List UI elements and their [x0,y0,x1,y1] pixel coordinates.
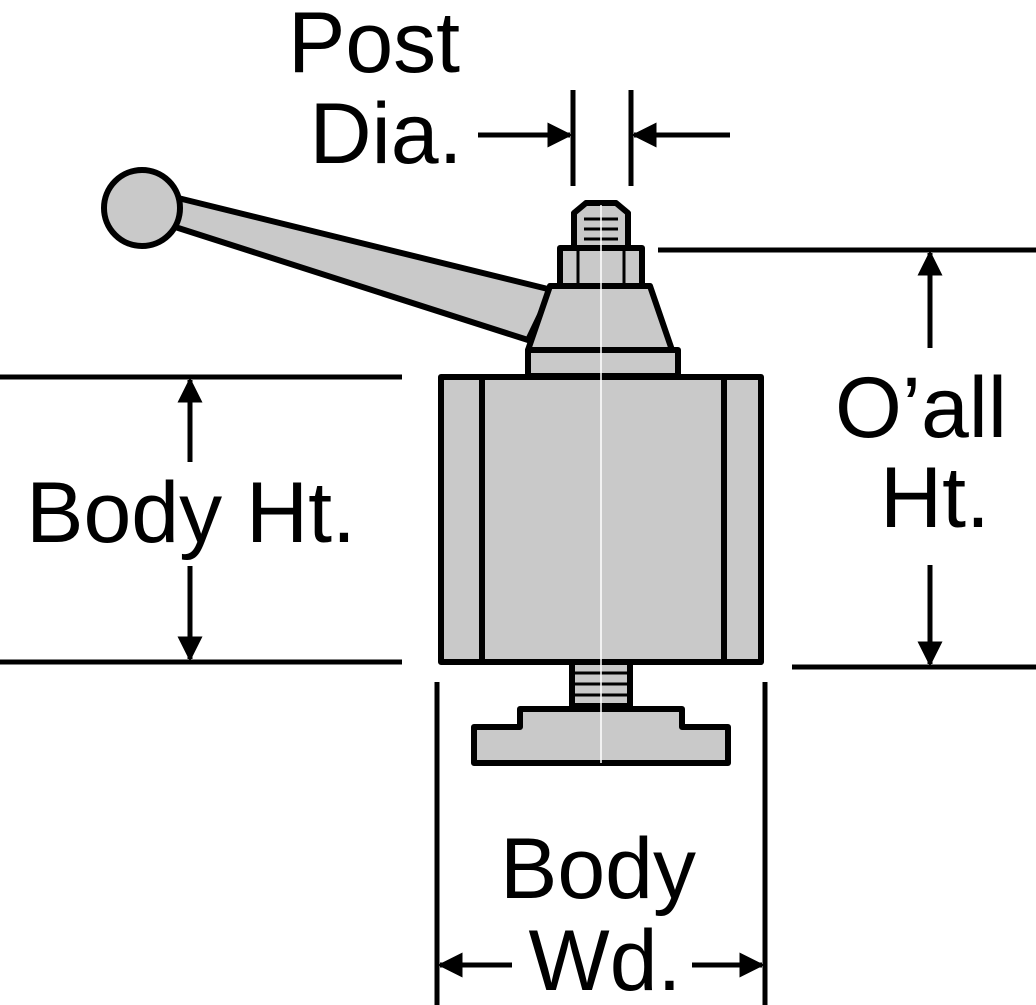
body-ht-dimension [0,374,402,665]
body-wd-label-line2: Wd. [529,913,682,1005]
oall-ht-dimension [658,247,1036,670]
body-wd-label-line1: Body [500,821,696,917]
body-wd-dimension [434,682,768,1005]
collar [525,283,681,379]
oall-ht-label-line1: O’all [835,360,1007,456]
dimension-lines [0,90,1036,1005]
tool-post-part [101,167,764,766]
handle-ball [101,167,183,249]
post-dia-label-line2: Dia. [310,86,463,182]
oall-ht-label-line2: Ht. [880,450,990,546]
dimension-labels: Post Dia. O’all Ht. Body Ht. Body Wd. [26,0,1007,1005]
body-ht-label: Body Ht. [26,465,356,561]
handle-lever [101,167,555,343]
post-dia-label-line1: Post [288,0,460,91]
post-dia-dimension [478,90,730,186]
